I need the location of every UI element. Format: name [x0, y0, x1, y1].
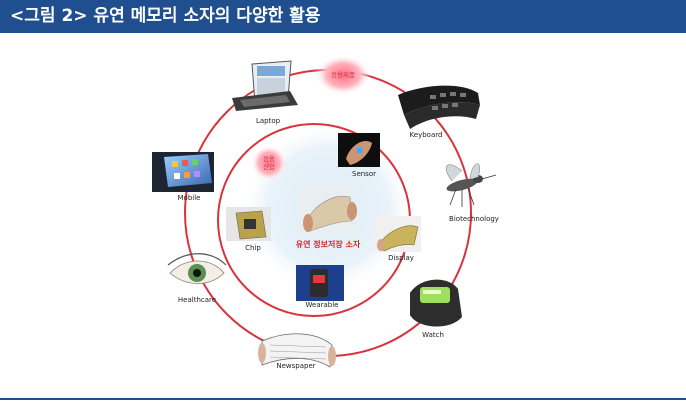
application-industry-label: 응용 산업 [263, 155, 275, 171]
label-healthcare: Healthcare [177, 296, 217, 304]
display-image [373, 216, 421, 252]
figure-title: <그림 2> 유연 메모리 소자의 다양한 활용 [0, 0, 686, 33]
glow-application-industry [251, 145, 287, 181]
laptop-image [232, 60, 298, 111]
application-industry-line-1: 응용 [263, 154, 275, 163]
label-display: Display [388, 254, 414, 262]
chip-image [226, 207, 271, 241]
flexible-memory-applications-diagram: 응용제품 응용 산업 유연 정보저장 소자 Laptop Keyboard Bi… [0, 33, 686, 398]
sensor-image [338, 133, 380, 167]
label-wearable: Wearable [305, 301, 339, 309]
mobile-image [152, 152, 214, 192]
center-label: 유연 정보저장 소자 [295, 240, 361, 249]
keyboard-image [398, 85, 480, 129]
label-biotechnology: Biotechnology [449, 215, 499, 223]
eye-image [167, 253, 227, 284]
label-sensor: Sensor [352, 170, 376, 178]
label-laptop: Laptop [255, 117, 281, 125]
label-newspaper: Newspaper [276, 362, 316, 370]
flexible-memory-image [298, 185, 357, 235]
label-chip: Chip [245, 244, 261, 252]
diagram-rings [152, 55, 497, 368]
wearable-image [296, 265, 344, 301]
glow-application-products [315, 55, 371, 95]
newspaper-image [258, 333, 336, 368]
watch-image [410, 279, 462, 327]
label-mobile: Mobile [177, 194, 201, 202]
bottom-divider [0, 398, 686, 400]
application-industry-line-2: 산업 [263, 163, 275, 171]
application-products-label: 응용제품 [331, 70, 355, 79]
label-watch: Watch [422, 331, 444, 339]
label-keyboard: Keyboard [409, 131, 443, 139]
insect-image [445, 163, 497, 207]
